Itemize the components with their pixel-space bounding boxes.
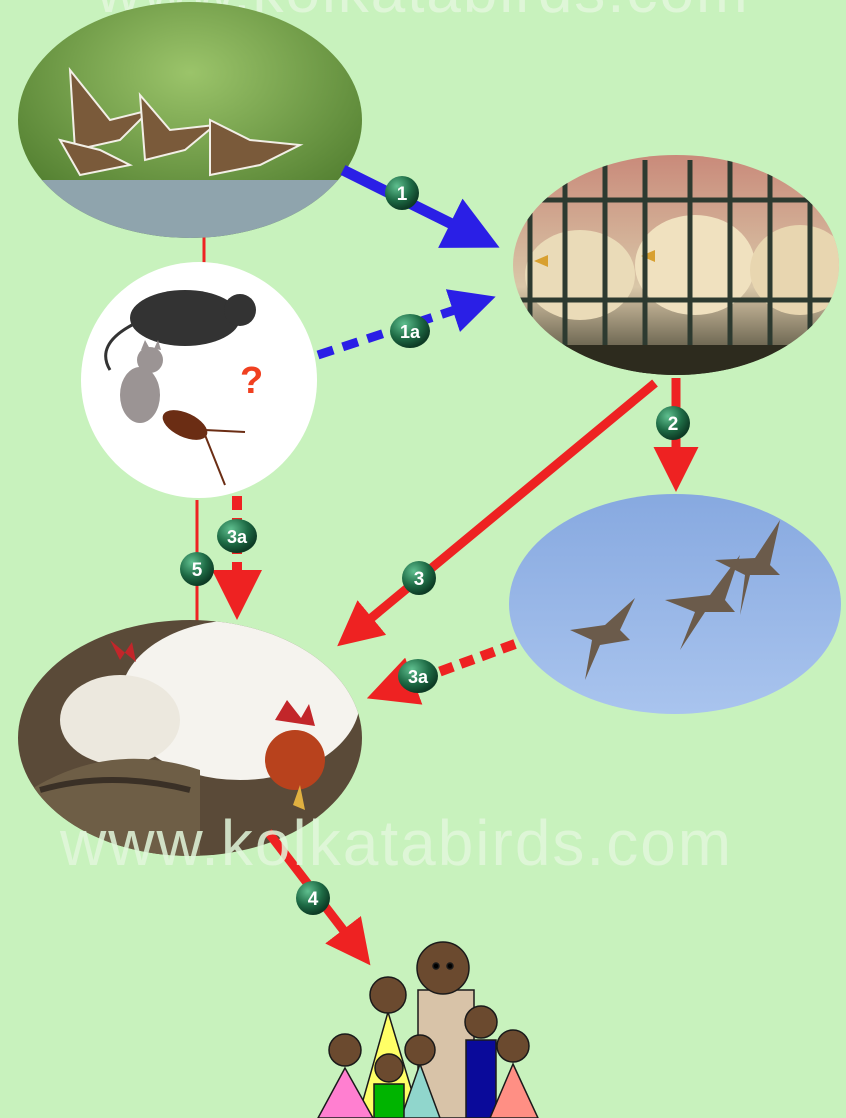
svg-text:3: 3	[414, 569, 425, 590]
caged-chickens-icon	[525, 215, 846, 320]
humans-node	[318, 942, 538, 1118]
svg-text:4: 4	[308, 889, 319, 910]
question-mark: ?	[240, 360, 263, 402]
badge-4: 4	[296, 881, 330, 915]
badge-1: 1	[385, 176, 419, 210]
badge-5: 5	[180, 552, 214, 586]
svg-text:1: 1	[397, 184, 408, 205]
badge-1a: 1a	[390, 314, 430, 348]
svg-text:3a: 3a	[408, 667, 429, 687]
svg-text:5: 5	[192, 560, 203, 581]
badge-3: 3	[402, 561, 436, 595]
migratory-geese-node	[509, 494, 841, 714]
svg-text:2: 2	[668, 414, 679, 435]
svg-text:1a: 1a	[400, 322, 421, 342]
wild-ducks-node	[18, 2, 362, 240]
badge-3a-vectors: 3a	[217, 519, 257, 553]
vectors-node: ?	[81, 262, 317, 498]
watermark-middle: www.kolkatabirds.com	[60, 806, 846, 880]
badge-2: 2	[656, 406, 690, 440]
svg-text:3a: 3a	[227, 527, 248, 547]
caged-poultry-node	[510, 155, 846, 375]
family-icon	[318, 942, 538, 1118]
badge-3a-geese: 3a	[398, 659, 438, 693]
